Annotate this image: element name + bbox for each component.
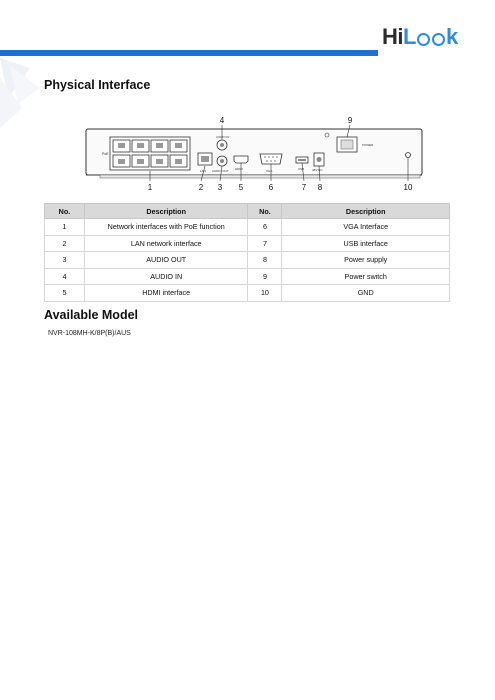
device-rear-panel-diagram: PoE LAN AUDIO IN AUDIO OUT HDMI VGA (80, 115, 432, 197)
header-no: No. (44, 203, 85, 219)
callout-5: 5 (239, 183, 244, 192)
audio-out-label: AUDIO OUT (212, 169, 229, 173)
lan-port: LAN (197, 152, 213, 173)
header-description: Description (281, 203, 450, 219)
callout-3: 3 (218, 183, 223, 192)
cell-description: HDMI interface (83, 284, 249, 302)
vga-port: VGA (259, 153, 283, 173)
cell-description: VGA Interface (281, 218, 450, 236)
table-row: 2 LAN network interface 7 USB interface (44, 234, 450, 252)
header-description: Description (83, 203, 249, 219)
lan-label: LAN (200, 169, 206, 173)
cell-no: 1 (44, 218, 85, 236)
poe-port-block: PoE (102, 136, 191, 171)
callout-7: 7 (302, 183, 307, 192)
interface-table: No. Description No. Description 1 Networ… (44, 203, 450, 302)
cell-no: 5 (44, 284, 85, 302)
model-name: NVR-108MH-K/8P(B)/AUS (48, 330, 131, 337)
table-row: 3 AUDIO OUT 8 Power supply (44, 251, 450, 269)
table-header-row: No. Description No. Description (44, 203, 450, 219)
table-row: 1 Network interfaces with PoE function 6… (44, 218, 450, 236)
audio-in-label: AUDIO IN (216, 135, 229, 139)
hdmi-label: HDMI (235, 167, 243, 171)
section-title-available-model: Available Model (44, 308, 139, 322)
cell-description: LAN network interface (83, 234, 249, 252)
poe-label: PoE (102, 152, 109, 156)
callout-2: 2 (199, 183, 204, 192)
callout-8: 8 (318, 183, 323, 192)
cell-no: 3 (44, 251, 85, 269)
table-row: 4 AUDIO IN 9 Power switch (44, 267, 450, 285)
cell-no: 2 (44, 234, 85, 252)
logo-ring-icon (431, 32, 445, 46)
cell-no: 9 (247, 267, 283, 285)
callout-4: 4 (220, 116, 225, 125)
header-no: No. (247, 203, 283, 219)
section-title-physical-interface: Physical Interface (44, 78, 151, 92)
cell-no: 4 (44, 267, 85, 285)
cell-no: 6 (247, 218, 283, 236)
audio-ports: AUDIO IN AUDIO OUT (212, 135, 229, 173)
cell-description: USB interface (281, 234, 450, 252)
callout-9: 9 (348, 116, 353, 125)
decorative-shapes (0, 58, 40, 128)
cell-description: Power supply (281, 251, 450, 269)
logo-ring-icon (416, 32, 430, 46)
callout-10: 10 (404, 183, 413, 192)
vga-label: VGA (266, 169, 272, 173)
dc-power-port: 48V DC (312, 152, 325, 172)
cell-no: 10 (247, 284, 283, 302)
cell-description: Power switch (281, 267, 450, 285)
gnd-screw (405, 152, 411, 158)
power-label: POWER (362, 143, 374, 147)
usb-label: USB (298, 167, 304, 171)
cell-no: 8 (247, 251, 283, 269)
cell-description: AUDIO IN (83, 267, 249, 285)
dc-label: 48V DC (312, 168, 323, 172)
table-row: 5 HDMI interface 10 GND (44, 284, 450, 302)
hdmi-port: HDMI (233, 155, 249, 171)
power-switch: POWER (324, 132, 374, 153)
cell-description: AUDIO OUT (83, 251, 249, 269)
cell-description: GND (281, 284, 450, 302)
callout-1: 1 (148, 183, 153, 192)
callout-6: 6 (269, 183, 274, 192)
header-accent-bar (0, 50, 378, 56)
cell-description: Network interfaces with PoE function (83, 218, 249, 236)
cell-no: 7 (247, 234, 283, 252)
